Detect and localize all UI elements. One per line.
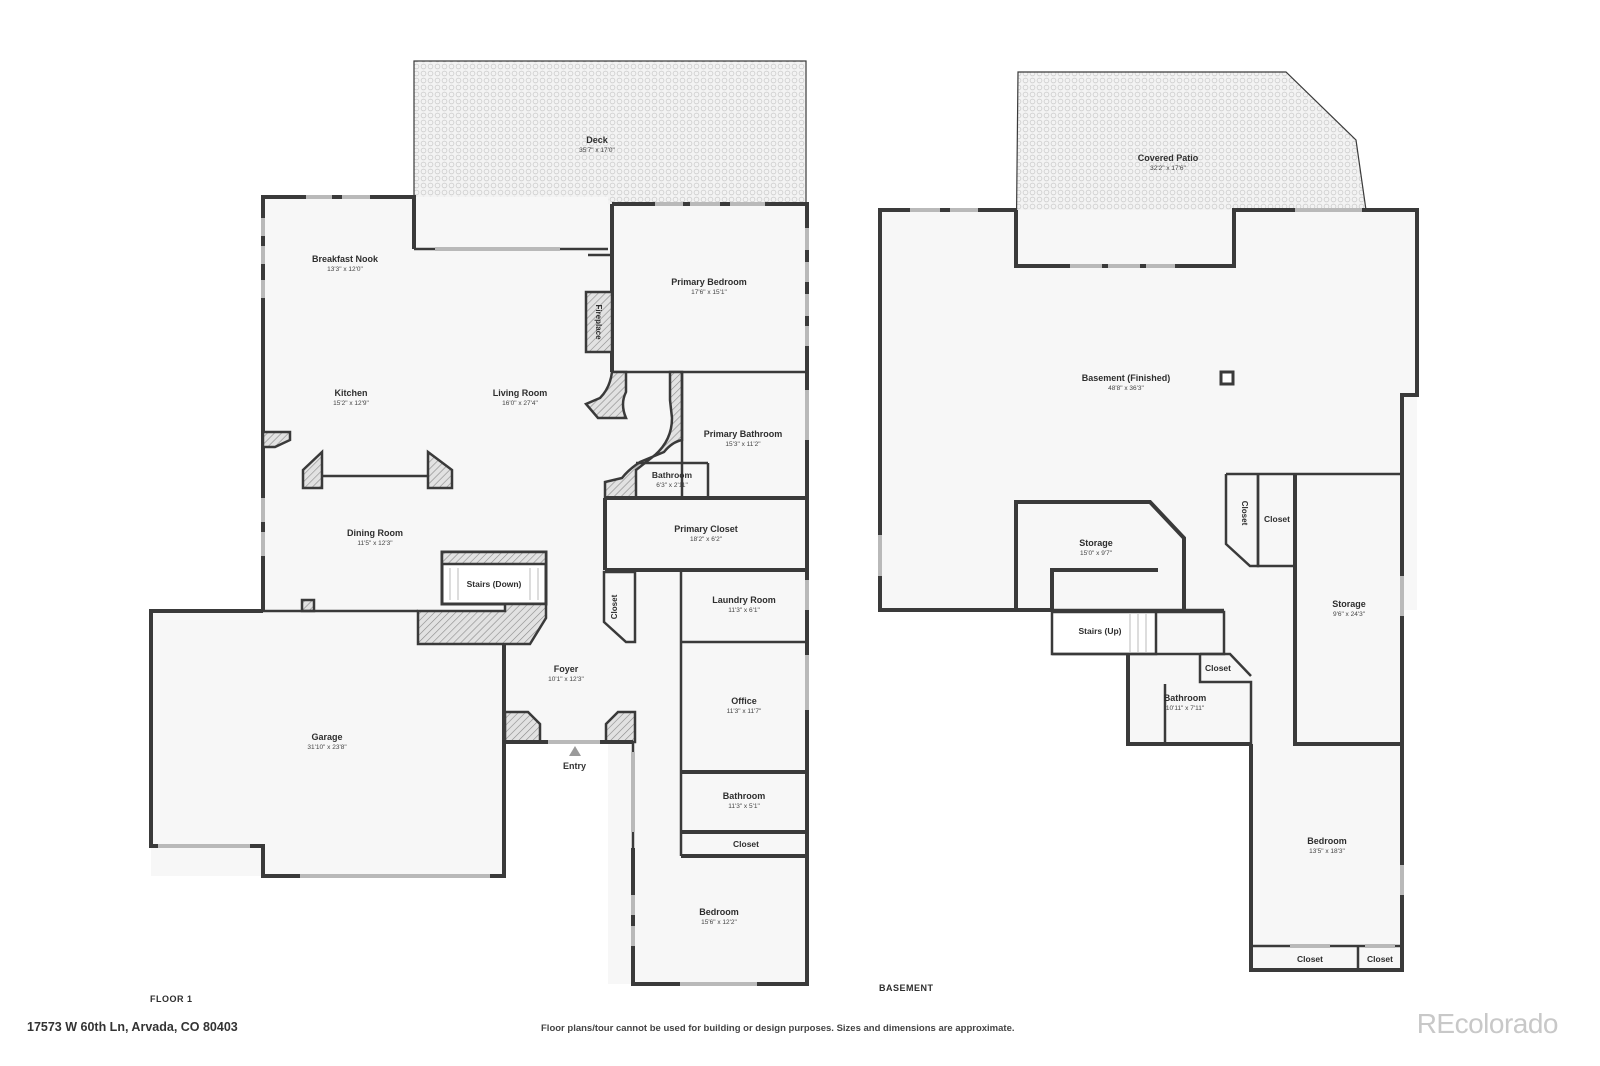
room-label: Bedroom xyxy=(1307,836,1347,846)
basement-plan xyxy=(878,71,1419,972)
room-label: Foyer xyxy=(554,664,579,674)
floor-1-label: FLOOR 1 xyxy=(150,994,193,1004)
room-label: Dining Room xyxy=(347,528,403,538)
room-label: Fireplace xyxy=(594,304,603,340)
disclaimer-text: Floor plans/tour cannot be used for buil… xyxy=(541,1023,1015,1034)
room-label: Breakfast Nook xyxy=(312,254,379,264)
room-label: Bathroom xyxy=(723,791,766,801)
room-label: Bathroom xyxy=(1164,693,1207,703)
room-label: Kitchen xyxy=(334,388,367,398)
room-dims: 11'3" x 6'1" xyxy=(728,607,760,614)
room-dims: 17'6" x 15'1" xyxy=(691,289,727,296)
room-dims: 13'5" x 18'3" xyxy=(1309,848,1345,855)
room-dims: 35'7" x 17'0" xyxy=(579,147,615,154)
room-dims: 15'6" x 12'2" xyxy=(701,919,737,926)
fireplace xyxy=(584,290,614,354)
room-label: Basement (Finished) xyxy=(1082,373,1171,383)
stairs-up xyxy=(1050,610,1158,656)
room-label: Bathroom xyxy=(652,470,693,480)
basement-label: BASEMENT xyxy=(879,983,934,993)
room-dims: 32'2" x 17'6" xyxy=(1150,165,1186,172)
room-labels: Deck 35'7" x 17'0" Breakfast Nook 13'3" … xyxy=(307,135,1393,964)
room-dims: 13'3" x 12'0" xyxy=(327,266,363,273)
room-dims: 6'3" x 2'11" xyxy=(656,482,688,489)
room-dims: 9'6" x 24'3" xyxy=(1333,611,1366,618)
room-label: Primary Bedroom xyxy=(671,277,747,287)
room-label: Primary Closet xyxy=(674,524,738,534)
room-dims: 11'3" x 11'7" xyxy=(727,708,762,715)
entry-label: Entry xyxy=(563,761,587,771)
property-address: 17573 W 60th Ln, Arvada, CO 80403 xyxy=(27,1020,238,1034)
room-label: Laundry Room xyxy=(712,595,776,605)
floor-1-plan xyxy=(149,60,809,986)
entry-arrow-icon xyxy=(569,746,581,756)
room-label: Stairs (Up) xyxy=(1079,626,1122,636)
room-label: Garage xyxy=(311,732,342,742)
room-dims: 15'0" x 9'7" xyxy=(1080,550,1113,557)
room-label: Closet xyxy=(1264,514,1290,524)
room-label: Bedroom xyxy=(699,907,739,917)
room-label: Closet xyxy=(1367,954,1393,964)
room-label: Stairs (Down) xyxy=(467,579,522,589)
room-dims: 11'3" x 5'1" xyxy=(728,803,760,810)
room-label: Closet xyxy=(610,594,619,619)
room-label: Storage xyxy=(1079,538,1113,548)
room-label: Storage xyxy=(1332,599,1366,609)
room-label: Covered Patio xyxy=(1138,153,1199,163)
room-label: Closet xyxy=(1297,954,1323,964)
room-dims: 15'2" x 12'9" xyxy=(333,400,369,407)
room-dims: 31'10" x 23'8" xyxy=(307,744,347,751)
room-dims: 11'5" x 12'3" xyxy=(357,540,393,547)
room-label: Closet xyxy=(1205,663,1231,673)
brand-logo: REcolorado xyxy=(1416,1008,1559,1039)
room-label: Living Room xyxy=(493,388,548,398)
room-label: Closet xyxy=(733,839,759,849)
room-dims: 15'3" x 11'2" xyxy=(725,441,761,448)
room-label: Deck xyxy=(586,135,609,145)
room-label: Primary Bathroom xyxy=(704,429,783,439)
room-dims: 48'8" x 36'3" xyxy=(1108,385,1144,392)
room-dims: 16'0" x 27'4" xyxy=(502,400,538,407)
room-label: Office xyxy=(731,696,757,706)
room-dims: 18'2" x 6'2" xyxy=(690,536,723,543)
room-label: Closet xyxy=(1240,501,1249,526)
room-dims: 10'11" x 7'11" xyxy=(1166,705,1205,712)
room-dims: 10'1" x 12'3" xyxy=(548,676,584,683)
